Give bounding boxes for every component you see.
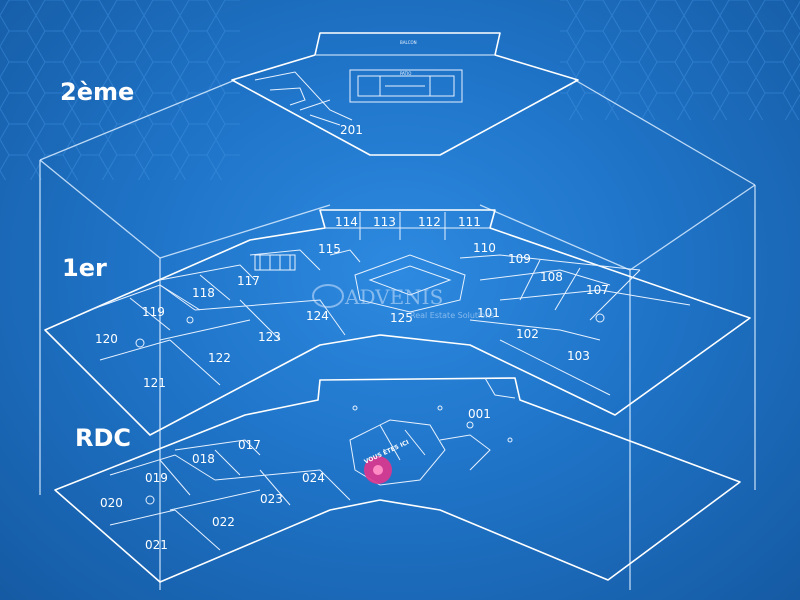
room-123: 123 — [258, 330, 281, 344]
room-114: 114 — [335, 215, 358, 229]
room-112: 112 — [418, 215, 441, 229]
floor-label-2eme: 2ème — [60, 78, 134, 106]
room-111: 111 — [458, 215, 481, 229]
room-103: 103 — [567, 349, 590, 363]
watermark-logo: ADVENIS Real Estate Solutions — [312, 284, 494, 320]
room-118: 118 — [192, 286, 215, 300]
room-115: 115 — [318, 242, 341, 256]
you-are-here-marker: VOUS ÊTES ICI — [363, 438, 410, 484]
room-107: 107 — [586, 283, 609, 297]
room-201: 201 — [340, 123, 363, 137]
room-121: 121 — [143, 376, 166, 390]
room-101: 101 — [477, 306, 500, 320]
label-patio: PATIO — [400, 71, 411, 76]
room-125: 125 — [390, 311, 413, 325]
room-113: 113 — [373, 215, 396, 229]
room-119: 119 — [142, 305, 165, 319]
room-120: 120 — [95, 332, 118, 346]
floor-label-1er: 1er — [62, 254, 107, 282]
room-018: 018 — [192, 452, 215, 466]
room-122: 122 — [208, 351, 231, 365]
room-109: 109 — [508, 252, 531, 266]
room-001: 001 — [468, 407, 491, 421]
room-110: 110 — [473, 241, 496, 255]
floor-1-plan — [44, 209, 751, 436]
hex-pattern-left — [0, 0, 240, 180]
room-022: 022 — [212, 515, 235, 529]
room-021: 021 — [145, 538, 168, 552]
floor-rdc-plan — [54, 377, 741, 583]
floor-2-plan: BALCON PATIO — [231, 32, 579, 156]
room-024: 024 — [302, 471, 325, 485]
room-017: 017 — [238, 438, 261, 452]
room-020: 020 — [100, 496, 123, 510]
building-box — [39, 79, 756, 590]
label-balcon: BALCON — [400, 40, 417, 45]
room-102: 102 — [516, 327, 539, 341]
logo-swirl-icon — [312, 284, 344, 308]
room-117: 117 — [237, 274, 260, 288]
room-019: 019 — [145, 471, 168, 485]
room-023: 023 — [260, 492, 283, 506]
room-124: 124 — [306, 309, 329, 323]
watermark-brand: ADVENIS — [344, 285, 443, 309]
watermark-subtitle: Real Estate Solutions — [410, 311, 494, 320]
location-dot — [373, 465, 383, 475]
floor-label-rdc: RDC — [75, 424, 131, 452]
room-108: 108 — [540, 270, 563, 284]
hex-pattern-right — [560, 0, 800, 120]
